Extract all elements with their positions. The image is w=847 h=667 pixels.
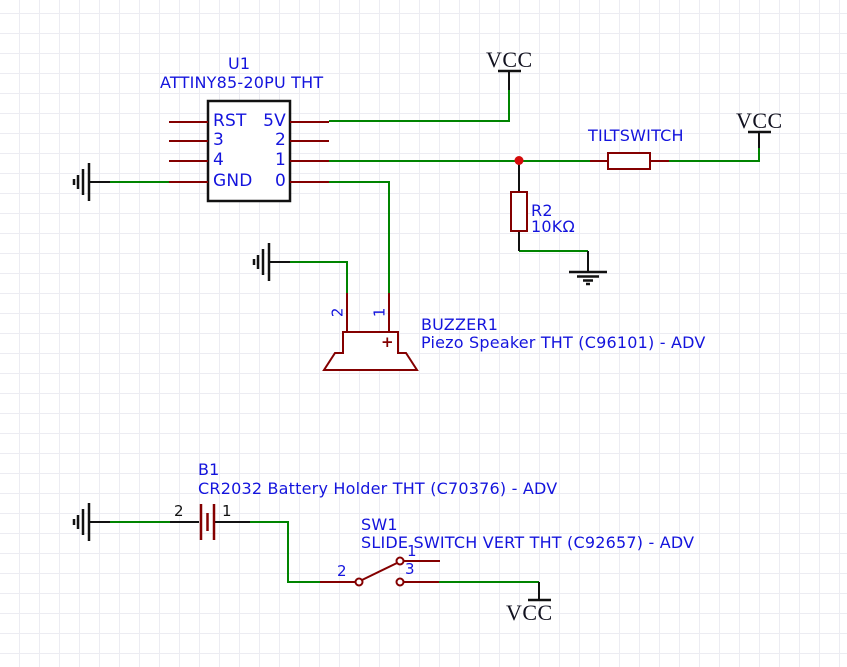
switch-pin3-number: 3 [405,560,415,578]
wire-segment [669,148,760,162]
u1-pin-label-1: 1 [274,150,286,170]
ground-symbol-buzzer[interactable] [252,243,271,281]
u1-pin-label-2: 2 [274,130,286,150]
u1-pin-label-5v: 5V [263,111,286,131]
switch-ref-label[interactable]: SW1 [361,515,398,534]
u1-body [206,99,292,203]
switch-value-label[interactable]: SLIDE SWITCH VERT THT (C92657) - ADV [361,533,695,552]
battery-ref-label[interactable]: B1 [198,460,220,479]
wire-tiltswitch-to-vcc-right[interactable] [669,148,760,162]
slide-switch-symbol[interactable] [320,556,440,587]
wire-segment [329,90,510,122]
vcc-right-label[interactable]: VCC [736,108,783,133]
buzzer-pin2-number: 2 [328,307,347,318]
ground-symbol-u1[interactable] [72,163,91,201]
wire-u1-pin0-to-buzzer[interactable] [329,181,390,293]
r2-ref-label[interactable]: R2 [531,201,553,220]
u1-pin-label-3: 3 [213,130,225,150]
tiltswitch-body [607,152,651,170]
buzzer-symbol[interactable] [322,293,419,371]
switch-pin1-number: 1 [407,542,417,560]
switch-pin1-contact [395,556,405,566]
u1-pin-label-4: 4 [213,150,225,170]
wire-battery-to-switch[interactable] [250,521,320,583]
vcc-top-label[interactable]: VCC [486,47,533,72]
buzzer-polarity-mark: + [381,333,394,351]
switch-pin2-number: 2 [337,562,347,580]
buzzer-pin1-number: 1 [370,307,389,318]
wire-segment [329,181,390,293]
switch-pin2-contact [354,577,364,587]
wire-vcc-to-u1-5v[interactable] [329,90,510,122]
u1-pin-label-gnd: GND [213,171,253,191]
buzzer-value-label[interactable]: Piezo Speaker THT (C96101) - ADV [421,333,706,352]
switch-pin3-contact [395,577,405,587]
buzzer-ref-label[interactable]: BUZZER1 [421,315,499,334]
r2-value-label[interactable]: 10KΩ [531,217,575,236]
r2-symbol[interactable] [510,191,528,232]
r2-body [510,191,528,232]
u1-pin-label-rst: RST [213,111,247,131]
battery-pin1-number: 1 [222,502,232,520]
buzzer-body [322,331,419,371]
battery-symbol[interactable] [199,504,216,540]
battery-pin2-number: 2 [174,502,184,520]
u1-symbol[interactable] [169,99,329,203]
vcc-bottom-label[interactable]: VCC [506,600,553,625]
tiltswitch-label[interactable]: TILTSWITCH [588,126,684,145]
ground-symbol-battery[interactable] [72,503,91,541]
battery-value-label[interactable]: CR2032 Battery Holder THT (C70376) - ADV [198,479,558,498]
wire-ground-to-buzzer-pin2[interactable] [290,261,348,293]
u1-pin-label-0: 0 [274,171,286,191]
wire-segment [250,521,320,583]
switch-lever [361,562,398,581]
wire-junction-dot [514,156,524,165]
wire-segment [290,261,348,293]
ground-symbol-r2[interactable] [569,270,607,286]
u1-ref-label[interactable]: U1 [228,54,251,73]
tiltswitch-symbol[interactable] [590,152,669,170]
u1-value-label[interactable]: ATTINY85-20PU THT [160,73,324,92]
